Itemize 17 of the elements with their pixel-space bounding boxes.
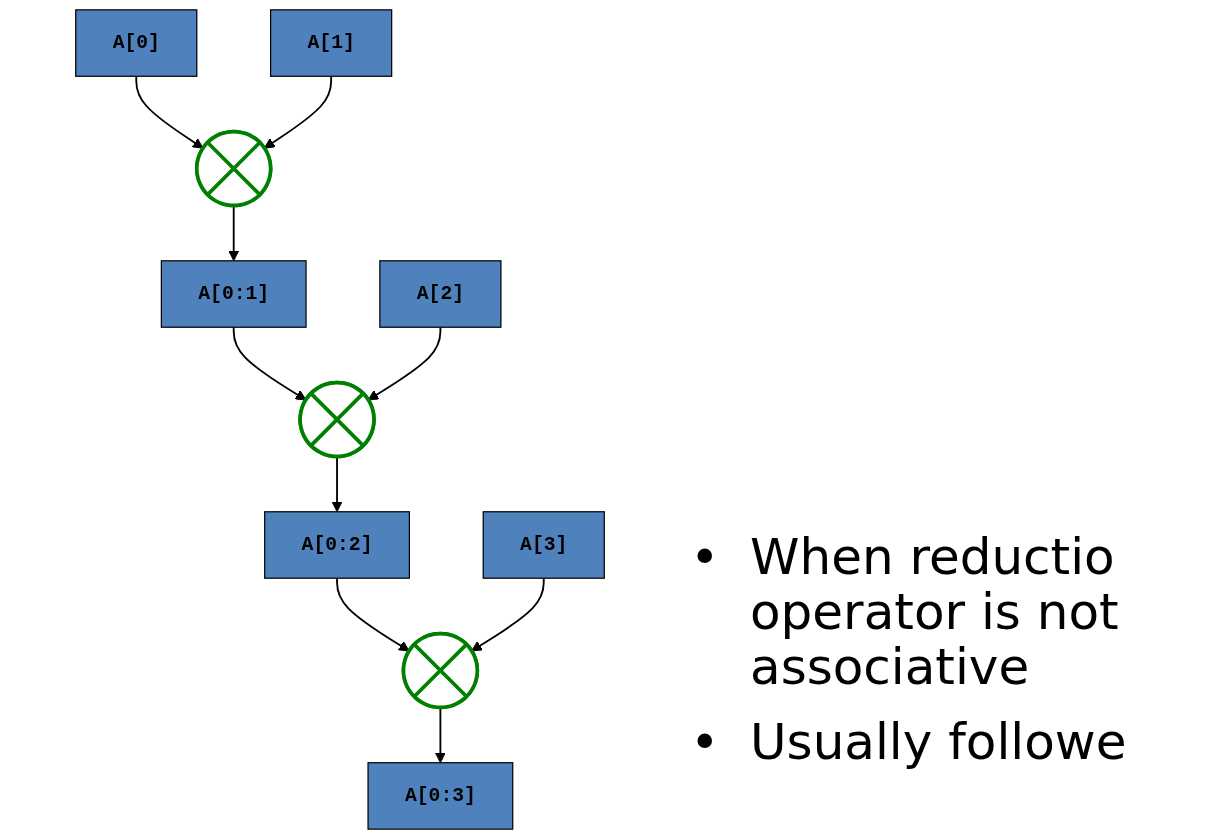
bullet-mark: • <box>690 530 720 588</box>
arrow <box>232 326 307 401</box>
node-box: A[0] <box>75 9 198 77</box>
node-box: A[2] <box>379 260 502 328</box>
arrow <box>471 577 545 652</box>
bullet-text: Usually followe <box>750 715 1128 770</box>
bullet-text: When reductio operator is not associative <box>750 530 1120 695</box>
node-box: A[0:1] <box>160 260 307 328</box>
node-box: A[0:2] <box>264 511 410 579</box>
node-box: A[0:3] <box>367 762 514 830</box>
node-box: A[3] <box>482 511 605 579</box>
bullet-mark: • <box>690 715 720 770</box>
arrow <box>135 75 204 149</box>
arrow <box>367 326 442 401</box>
arrow <box>264 75 333 149</box>
arrow <box>336 577 410 652</box>
node-box: A[1] <box>270 9 393 77</box>
